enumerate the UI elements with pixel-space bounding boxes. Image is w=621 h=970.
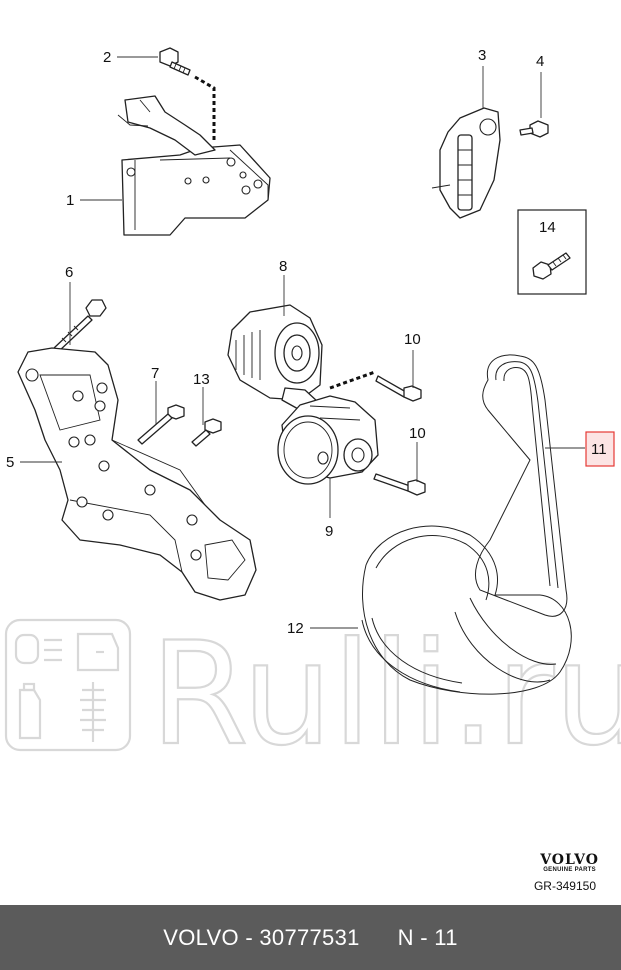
watermark-logo-icon <box>4 618 132 752</box>
callout-8: 8 <box>279 258 287 275</box>
bolt-part-10-lower <box>373 473 426 496</box>
callout-3: 3 <box>478 47 486 64</box>
parts-diagram: Rulli.ru <box>4 47 621 778</box>
callout-5: 5 <box>6 454 14 471</box>
brand-subtitle: GENUINE PARTS <box>543 867 596 873</box>
bolt-part-14 <box>532 252 571 280</box>
callout-11: 11 <box>591 441 607 458</box>
footer-part-info: VOLVO - 30777531 <box>163 924 360 950</box>
watermark-text: Rulli.ru <box>150 612 621 777</box>
belt-icon <box>361 354 572 695</box>
volvo-brand: VOLVO GENUINE PARTS <box>540 852 599 873</box>
callout-13: 13 <box>193 371 210 388</box>
callout-11-highlight: 11 <box>585 431 615 467</box>
bolt-part-13 <box>191 418 222 447</box>
tensioner-bolt-path <box>329 370 376 390</box>
idler-pulley-icon <box>277 395 379 485</box>
callout-6: 6 <box>65 264 73 281</box>
bracket-part-1 <box>117 95 271 236</box>
callout-1: 1 <box>66 192 74 209</box>
callout-2: 2 <box>103 49 111 66</box>
callout-9: 9 <box>325 523 333 540</box>
bolt-part-6 <box>53 299 107 353</box>
bolt-part-4 <box>519 120 549 138</box>
callout-12: 12 <box>287 620 304 637</box>
bolt-part-2 <box>159 47 191 76</box>
bracket-part-5 <box>17 347 257 601</box>
callout-10-lower: 10 <box>409 425 426 442</box>
diagram-code: GR-349150 <box>533 879 596 893</box>
brand-logo: VOLVO <box>540 852 599 868</box>
callout-14: 14 <box>539 219 556 236</box>
footer-page: N - 11 <box>397 924 458 950</box>
callout-7: 7 <box>151 365 159 382</box>
leader-lines <box>20 56 585 629</box>
callout-4: 4 <box>536 53 544 70</box>
callout-10-upper: 10 <box>404 331 421 348</box>
bolt-part-7 <box>137 404 185 445</box>
bracket-part-3 <box>431 107 501 219</box>
bolt-part-10-upper <box>375 375 422 402</box>
footer-bar: VOLVO - 30777531 N - 11 <box>0 905 621 970</box>
tensioner-pulley-icon <box>227 304 323 411</box>
bolt-2-path <box>194 75 216 140</box>
part-14-box <box>517 209 587 295</box>
watermark: Rulli.ru <box>4 611 621 778</box>
